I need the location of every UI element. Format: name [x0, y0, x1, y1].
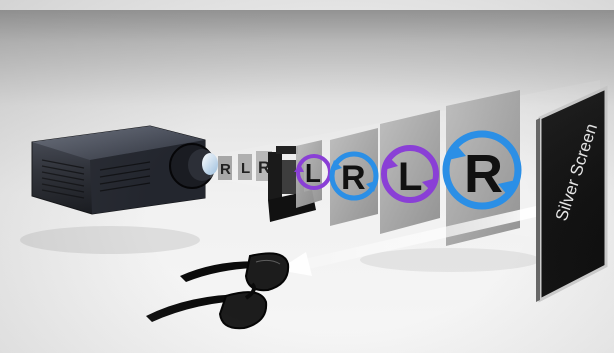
3d-glasses-icon — [146, 253, 288, 328]
projector-icon — [32, 126, 218, 214]
beam-panel-2: L — [238, 154, 252, 180]
beam-letter-1: R — [220, 161, 231, 178]
frame-letter-2: R — [341, 159, 366, 197]
polarized-frame-2: R — [330, 128, 378, 226]
beam-letter-2: L — [241, 160, 250, 177]
polarized-frame-3: L — [380, 110, 440, 234]
screen-icon: Silver Screen — [536, 88, 606, 302]
frame-letter-1: L — [305, 158, 321, 188]
frame-letter-3: L — [398, 155, 422, 199]
frame-letter-4: R — [464, 144, 503, 204]
beam-panel-1: R — [218, 156, 232, 180]
